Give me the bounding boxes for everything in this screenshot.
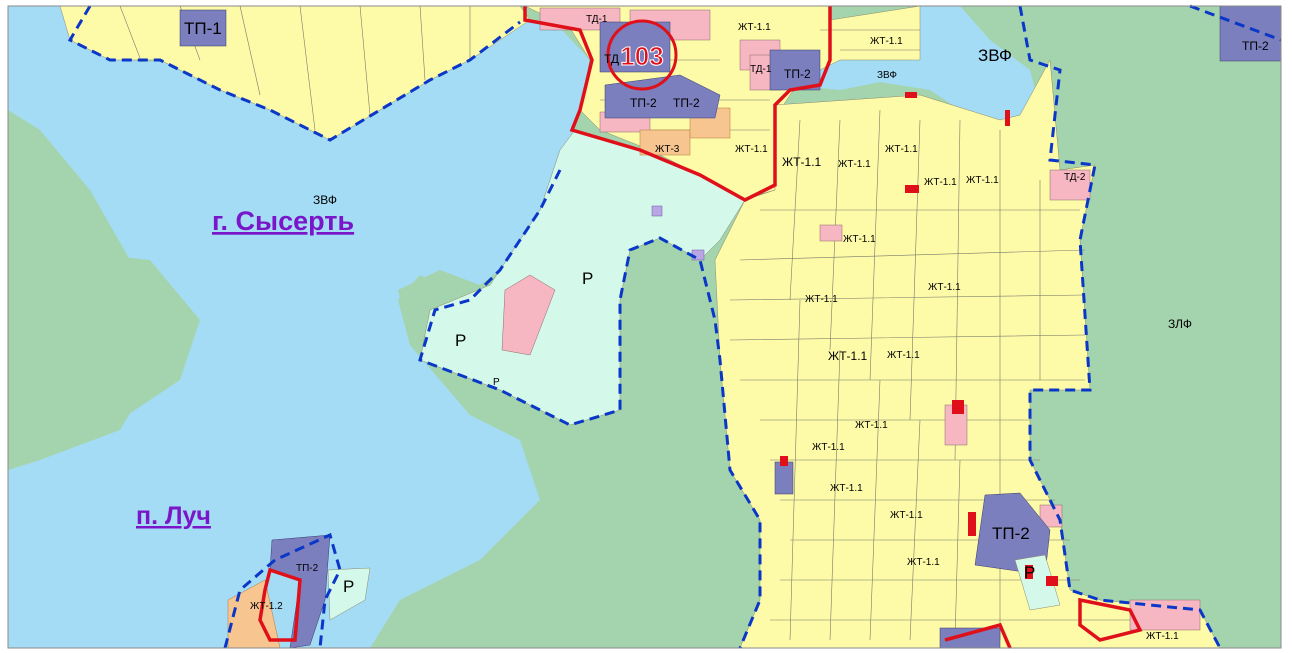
zone-label: ЖТ-1.1 bbox=[928, 282, 961, 293]
map-marker-103[interactable]: 103 bbox=[606, 19, 678, 91]
forest-patch-left bbox=[8, 110, 150, 470]
transport-zones bbox=[179, 5, 1282, 649]
zone-label: ЗВФ bbox=[313, 193, 337, 207]
zone-label: ЖТ-1.1 bbox=[1146, 631, 1179, 642]
marker-circle bbox=[606, 19, 678, 91]
zone-label: ТП-2 bbox=[992, 524, 1030, 543]
settlement-boundaries bbox=[67, 4, 1282, 649]
zone-label: ЖТ-1.1 bbox=[890, 510, 923, 521]
recreation-patch-luch bbox=[327, 567, 371, 621]
red-patches bbox=[780, 92, 1058, 586]
zone-label: ТП-2 bbox=[1242, 39, 1269, 53]
zone-label: ЖТ-1.1 bbox=[870, 36, 903, 47]
zone-label: ЖТ-1.2 bbox=[250, 601, 283, 612]
zone-label: ТД bbox=[604, 52, 619, 66]
zone-labels: ТП-1 ТД-1 ЖТ-1.1 ЖТ-1.1 ЗВФ ТП-2 ТД-1 ТП… bbox=[184, 14, 1269, 642]
zone-label: ЗЛФ bbox=[1168, 317, 1192, 331]
zone-label: ТП-2 bbox=[673, 96, 700, 110]
river-north-east bbox=[780, 6, 1040, 130]
marker-number: 103 bbox=[620, 41, 663, 71]
zone-label: ЖТ-1.1 bbox=[885, 144, 918, 155]
zone-label: ТП-2 bbox=[630, 96, 657, 110]
zone-label: ЖТ-1.1 bbox=[966, 175, 999, 186]
zone-label: ЖТ-1.1 bbox=[830, 483, 863, 494]
zone-label: ЗВФ bbox=[877, 70, 897, 81]
zone-label: ТД-1 bbox=[750, 64, 772, 75]
zone-label: ЖТ-1.1 bbox=[855, 420, 888, 431]
zone-label: ЖТ-1.1 bbox=[924, 177, 957, 188]
red-boundaries bbox=[258, 6, 1143, 649]
zone-label: ЖТ-1.1 bbox=[887, 350, 920, 361]
zone-label: Р bbox=[493, 377, 500, 388]
place-label-sysert[interactable]: г. Сысерть bbox=[212, 206, 354, 236]
zone-label: ТД-1 bbox=[586, 14, 608, 25]
zone-label: ЖТ-1.1 bbox=[838, 159, 871, 170]
zone-label: ЖТ-1.1 bbox=[843, 234, 876, 245]
zone-label: Р bbox=[343, 577, 354, 596]
zone-label: ТП-1 bbox=[184, 19, 222, 38]
zone-label: Р bbox=[455, 331, 466, 350]
zone-label: Р bbox=[1024, 563, 1035, 582]
zone-label: ЖТ-1.1 bbox=[828, 349, 868, 363]
lake-water bbox=[8, 6, 590, 648]
place-label-luch[interactable]: п. Луч bbox=[136, 502, 211, 530]
zone-label: ЖТ-1.1 bbox=[812, 442, 845, 453]
zone-label: Р bbox=[582, 269, 593, 288]
zone-label: ЖТ-1.1 bbox=[907, 557, 940, 568]
zone-label: ЗВФ bbox=[978, 46, 1012, 65]
map-frame bbox=[7, 5, 1282, 649]
zone-label: ЖТ-3 bbox=[655, 144, 680, 155]
zone-label: ЖТ-1.1 bbox=[805, 294, 838, 305]
zone-label: ТП-2 bbox=[784, 67, 811, 81]
zone-label: ЖТ-1.1 bbox=[735, 144, 768, 155]
zone-label: ЖТ-1.1 bbox=[782, 155, 822, 169]
zone-label: ТД-2 bbox=[1064, 172, 1086, 183]
zone-label: ЖТ-1.1 bbox=[738, 22, 771, 33]
zone-label: ТП-2 bbox=[296, 563, 319, 574]
